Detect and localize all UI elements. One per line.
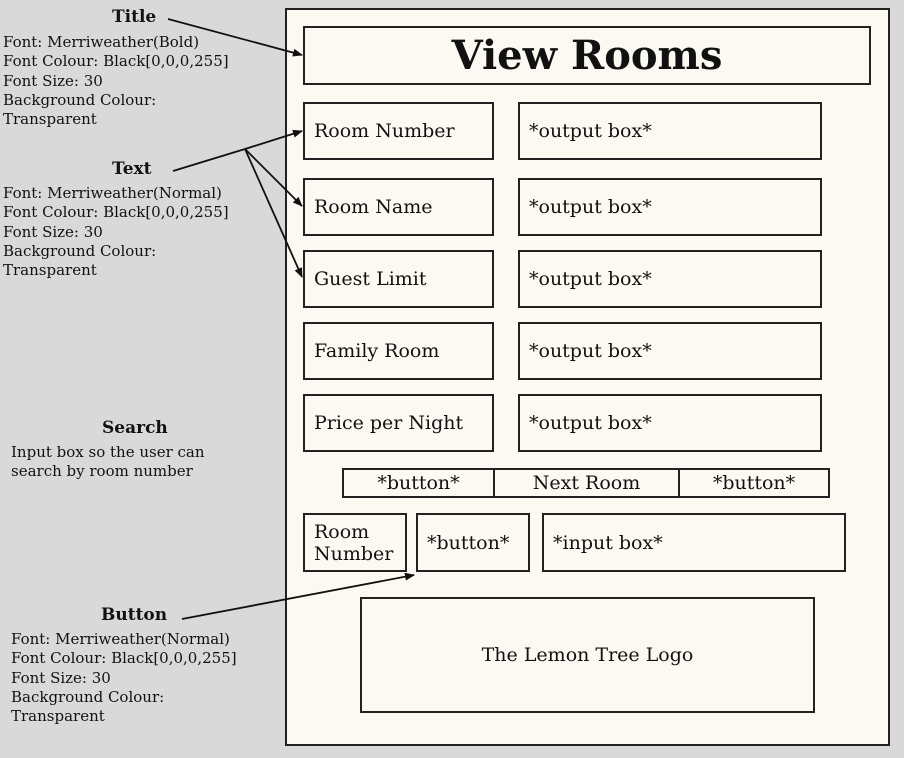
search-button[interactable]: *button*	[416, 513, 530, 572]
search-room-number-label: Room Number	[303, 513, 407, 572]
annotation-title-details: Font: Merriweather(Bold) Font Colour: Bl…	[3, 33, 229, 129]
annotation-line: Font: Merriweather(Bold)	[3, 33, 200, 51]
annotation-button-details: Font: Merriweather(Normal) Font Colour: …	[11, 630, 237, 726]
annotation-search-heading: Search	[102, 418, 168, 438]
lemon-tree-logo: The Lemon Tree Logo	[360, 597, 815, 713]
room-number-label: Room Number	[303, 102, 494, 160]
annotation-line: Transparent	[3, 261, 97, 280]
family-room-output: *output box*	[518, 322, 822, 380]
annotation-line: Input box so the user can	[11, 443, 205, 461]
annotation-title-heading: Title	[112, 7, 157, 27]
price-per-night-output: *output box*	[518, 394, 822, 452]
price-per-night-label: Price per Night	[303, 394, 494, 452]
annotation-line: Font Size: 30	[3, 71, 103, 90]
annotation-line: Font Size: 30	[11, 668, 111, 687]
annotation-line: Transparent	[11, 707, 105, 726]
annotation-button-heading: Button	[101, 605, 168, 625]
family-room-label: Family Room	[303, 322, 494, 380]
annotation-line: Font Colour: Black[0,0,0,255]	[11, 649, 237, 668]
annotation-line: search by room number	[11, 462, 193, 481]
annotation-line: Font Colour: Black[0,0,0,255]	[3, 52, 229, 71]
annotation-line: Background Colour:	[11, 687, 165, 706]
search-label-line: Room	[314, 521, 370, 543]
room-name-output: *output box*	[518, 178, 822, 236]
text-arrow-stem	[172, 148, 246, 172]
search-label-line: Number	[314, 543, 394, 565]
guest-limit-output: *output box*	[518, 250, 822, 308]
next-room-button[interactable]: *button*	[678, 468, 830, 498]
annotation-text-details: Font: Merriweather(Normal) Font Colour: …	[3, 184, 229, 280]
annotation-line: Font: Merriweather(Normal)	[11, 630, 230, 648]
annotation-line: Background Colour:	[3, 90, 157, 109]
annotation-text-heading: Text	[112, 159, 152, 179]
annotation-search-details: Input box so the user can search by room…	[11, 443, 205, 482]
guest-limit-label: Guest Limit	[303, 250, 494, 308]
room-number-output: *output box*	[518, 102, 822, 160]
search-input[interactable]: *input box*	[542, 513, 846, 572]
annotation-line: Transparent	[3, 110, 97, 129]
view-rooms-title: View Rooms	[303, 26, 871, 85]
annotation-line: Font Colour: Black[0,0,0,255]	[3, 203, 229, 222]
previous-room-button[interactable]: *button*	[342, 468, 495, 498]
annotation-line: Font Size: 30	[3, 222, 103, 241]
next-room-label: Next Room	[493, 468, 680, 498]
annotation-line: Background Colour:	[3, 241, 157, 260]
annotation-line: Font: Merriweather(Normal)	[3, 184, 222, 202]
room-name-label: Room Name	[303, 178, 494, 236]
